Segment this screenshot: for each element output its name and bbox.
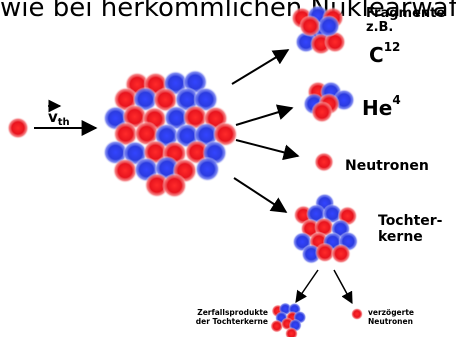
neutron-ball <box>318 15 340 37</box>
proton-ball <box>299 15 321 37</box>
neutron-product <box>314 152 334 172</box>
proton-ball <box>212 121 238 147</box>
proton-ball <box>112 158 138 184</box>
arrow-to-fragments <box>231 49 290 85</box>
delayed-neutrons-label-line1: verzögerte <box>368 308 414 317</box>
arrow-to-delayed-neutrons <box>333 269 353 305</box>
proton-ball <box>162 173 188 199</box>
fragment-nucleus <box>291 5 346 55</box>
delayed-neutrons-label-line2: Neutronen <box>368 317 413 326</box>
incoming-neutron <box>7 117 29 139</box>
neutrons-label: Neutronen <box>345 158 429 174</box>
daughter-label-line2: kerne <box>378 229 423 245</box>
proton-ball <box>134 121 160 147</box>
proton-ball <box>113 121 139 147</box>
delayed-neutron <box>351 308 363 320</box>
proton-ball <box>284 327 298 337</box>
proton-ball <box>351 308 363 320</box>
proton-ball <box>314 152 334 172</box>
helium-nucleus <box>303 81 355 123</box>
arrow-to-neutrons <box>235 139 300 161</box>
proton-ball <box>7 117 29 139</box>
decay-products-nucleus <box>270 302 307 337</box>
carbon-symbol: C12 <box>369 40 400 67</box>
proton-ball <box>152 87 178 113</box>
helium-symbol: He4 <box>362 93 401 120</box>
decay-products-label-line1: Zerfallsprodukte <box>197 308 268 317</box>
fragments-label: Fragmente <box>366 6 445 21</box>
arrow-to-decay-products <box>295 269 319 303</box>
proton-ball <box>330 243 351 264</box>
proton-ball <box>314 242 335 263</box>
proton-ball <box>270 319 284 333</box>
proton-ball <box>144 172 170 198</box>
proton-ball <box>311 101 333 123</box>
daughter-label-line1: Tochter- <box>378 213 443 229</box>
daughter-nucleus <box>292 193 359 265</box>
target-nucleus <box>103 69 238 199</box>
arrow-to-daughter <box>233 177 288 213</box>
arrow-to-helium <box>235 104 294 126</box>
velocity-label: vth <box>48 108 70 128</box>
neutron-ball <box>194 156 220 182</box>
decay-products-label-line2: der Tochterkerne <box>196 317 268 326</box>
fragments-example-label: z.B. <box>366 20 393 35</box>
